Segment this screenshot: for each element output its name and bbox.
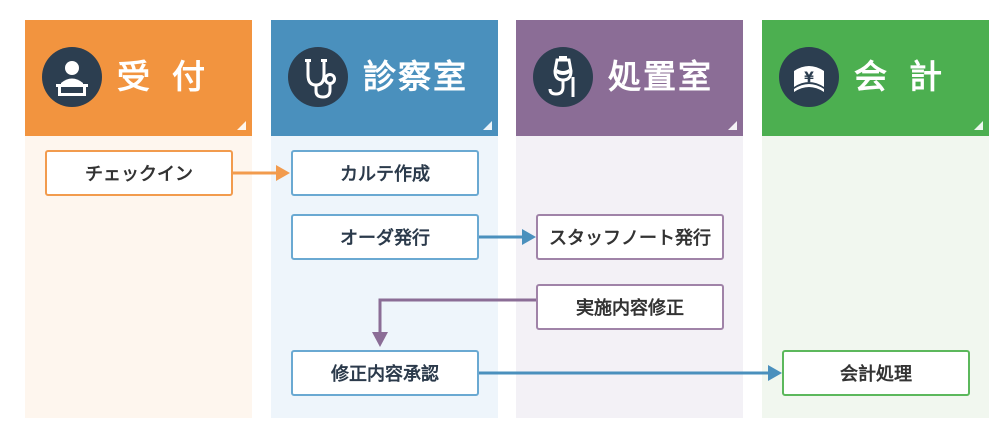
reception-desk-icon <box>42 47 102 107</box>
step-billing-process[interactable]: 会計処理 <box>782 350 970 396</box>
column-header-exam-room: 診察室 <box>271 20 498 136</box>
iv-drip-icon <box>533 47 593 107</box>
column-title: 診察室 <box>363 57 468 96</box>
step-issue-staff-note[interactable]: スタッフノート発行 <box>536 214 724 260</box>
yen-bill-icon: ¥ <box>779 47 839 107</box>
column-title: 受付 <box>117 57 227 96</box>
corner-mark <box>728 121 737 130</box>
step-issue-order[interactable]: オーダ発行 <box>291 214 479 260</box>
step-modify-procedure[interactable]: 実施内容修正 <box>536 284 724 330</box>
corner-mark <box>483 121 492 130</box>
corner-mark <box>237 121 246 130</box>
step-approve-modification[interactable]: 修正内容承認 <box>291 350 479 396</box>
column-treatment-room: 処置室 <box>516 20 743 418</box>
svg-text:¥: ¥ <box>804 70 814 86</box>
column-title: 処置室 <box>608 57 713 96</box>
column-body <box>516 136 743 418</box>
column-header-billing: ¥ 会計 <box>762 20 989 136</box>
step-create-karte[interactable]: カルテ作成 <box>291 150 479 196</box>
step-checkin[interactable]: チェックイン <box>45 150 233 196</box>
column-title: 会計 <box>854 57 964 96</box>
column-header-reception: 受付 <box>25 20 252 136</box>
column-reception: 受付 <box>25 20 252 418</box>
column-header-treatment-room: 処置室 <box>516 20 743 136</box>
stethoscope-icon <box>288 47 348 107</box>
corner-mark <box>974 121 983 130</box>
